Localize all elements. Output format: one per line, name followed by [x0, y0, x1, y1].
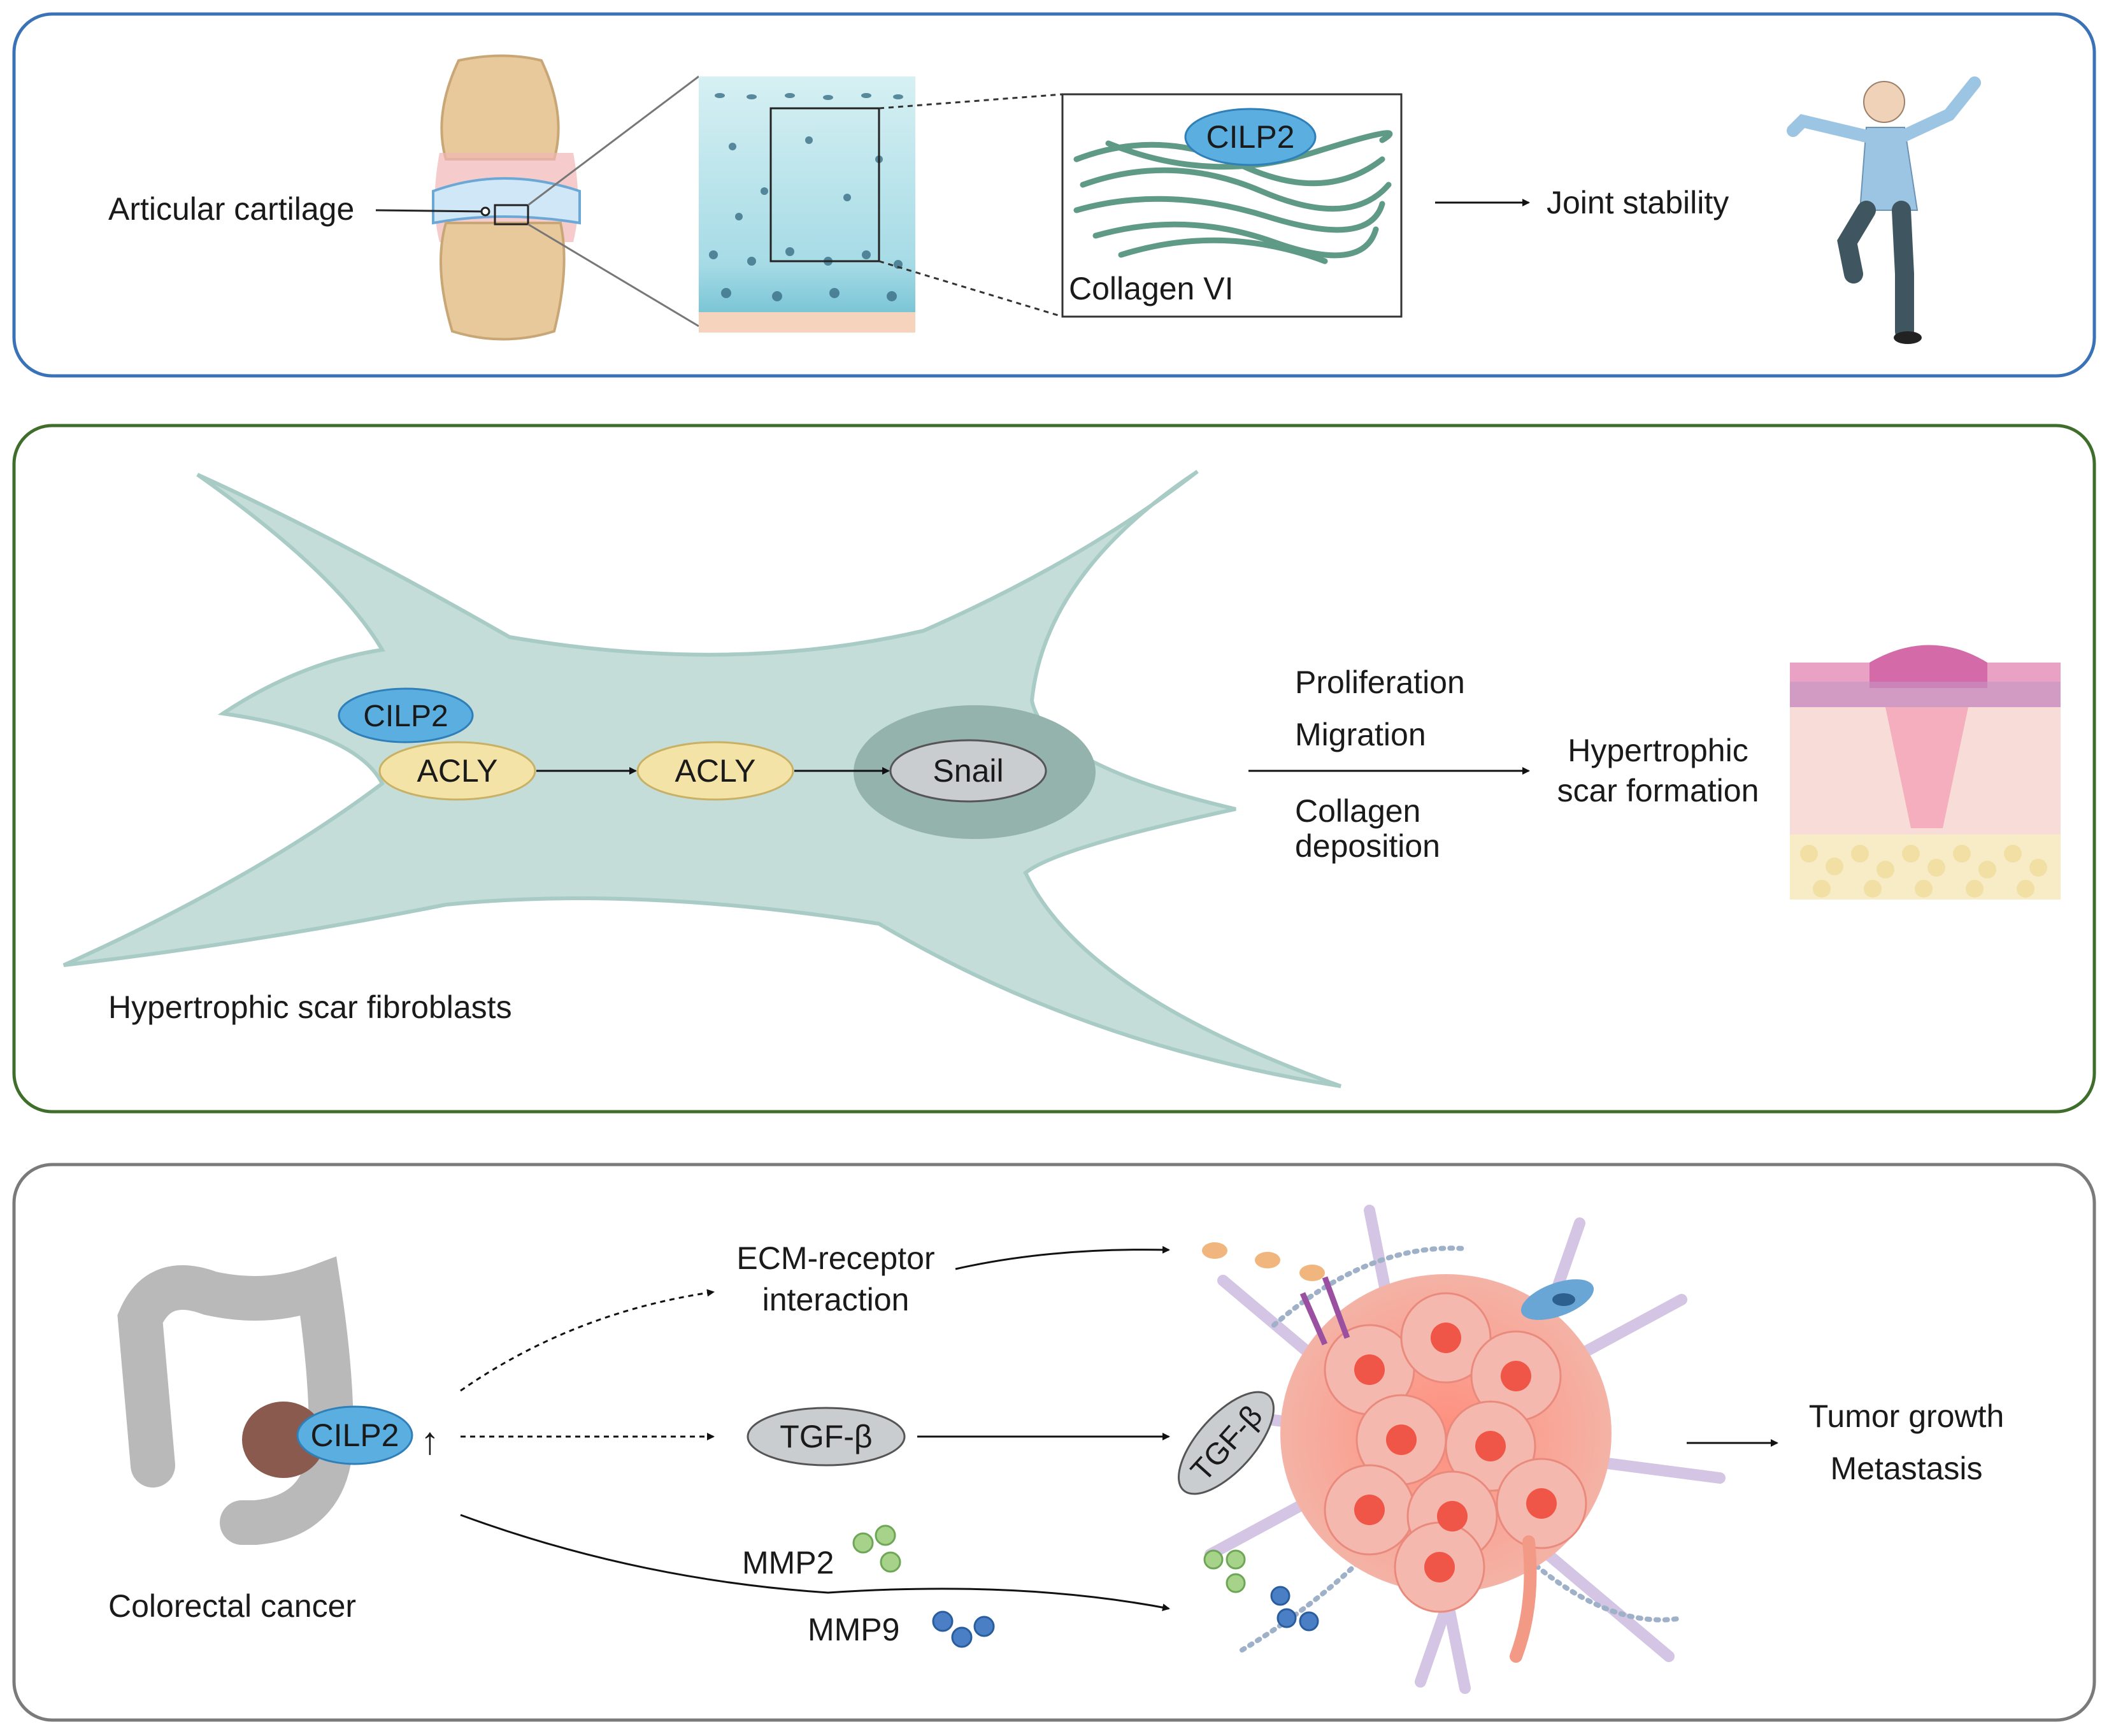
joint-stability-label: Joint stability	[1547, 185, 1729, 220]
ecm-label-2: interaction	[762, 1282, 910, 1317]
collagen-deposition-label-1: Collagen	[1295, 793, 1420, 829]
cilp2-label-panel3: CILP2	[311, 1417, 399, 1453]
mmp9-label: MMP9	[808, 1612, 899, 1647]
cilp2-label-panel2: CILP2	[363, 699, 448, 733]
mmp9-dots	[932, 1610, 995, 1648]
scar-formation-label-1: Hypertrophic	[1568, 733, 1748, 768]
snail-label: Snail	[933, 753, 1003, 789]
snail-node	[889, 739, 1047, 803]
acly-node-1	[378, 741, 536, 801]
tgf-receptor-node: TGF-β	[1178, 1391, 1275, 1495]
tai-chi-figure-illustration	[1787, 76, 1981, 344]
mmp2-label: MMP2	[742, 1545, 834, 1581]
fibroblast-label: Hypertrophic scar fibroblasts	[108, 989, 512, 1025]
cilp2-node-panel3	[296, 1405, 413, 1465]
panel-1-border	[12, 12, 2096, 378]
zoom-box-large	[769, 107, 880, 262]
collagen-deposition-label-2: deposition	[1295, 828, 1440, 864]
cilp2-node-panel1	[1184, 108, 1317, 166]
panel-2-border	[12, 424, 2096, 1114]
ecm-label-1: ECM-receptor	[736, 1240, 934, 1276]
cilp2-node-panel2	[338, 687, 474, 743]
articular-cartilage-label: Articular cartilage	[108, 191, 354, 227]
arrow-ecm-to-tumor	[955, 1245, 1170, 1270]
tgf-node	[747, 1407, 906, 1467]
outcome-label-1: Tumor growth	[1809, 1398, 2005, 1434]
arrow-to-ecm	[460, 1289, 715, 1392]
acly-label-2: ACLY	[675, 753, 756, 789]
migration-label: Migration	[1295, 717, 1426, 752]
cartilage-leader-line	[375, 209, 485, 213]
cilp2-label-panel1: CILP2	[1206, 119, 1295, 155]
scar-formation-label-2: scar formation	[1557, 773, 1759, 808]
knee-joint-illustration	[432, 54, 581, 341]
arrow-to-mmp	[460, 1514, 1170, 1612]
proliferation-label: Proliferation	[1295, 664, 1465, 700]
acly-label-1: ACLY	[417, 753, 498, 789]
cartilage-section	[699, 76, 915, 333]
acly-node-2	[636, 741, 794, 801]
skin-scar-illustration	[1790, 645, 2061, 900]
colorectal-cancer-label: Colorectal cancer	[108, 1588, 356, 1624]
collagen-label: Collagen VI	[1069, 271, 1234, 306]
outcome-label-2: Metastasis	[1831, 1451, 1983, 1486]
mmp2-dots	[852, 1524, 901, 1573]
tgf-label-1: TGF-β	[780, 1419, 872, 1454]
up-arrow: ↑	[420, 1419, 440, 1462]
panel-3-border	[12, 1163, 2096, 1722]
colon-illustration	[117, 1256, 354, 1545]
tumor-microenvironment	[1202, 1205, 1726, 1694]
zoom-box-small	[494, 204, 529, 226]
